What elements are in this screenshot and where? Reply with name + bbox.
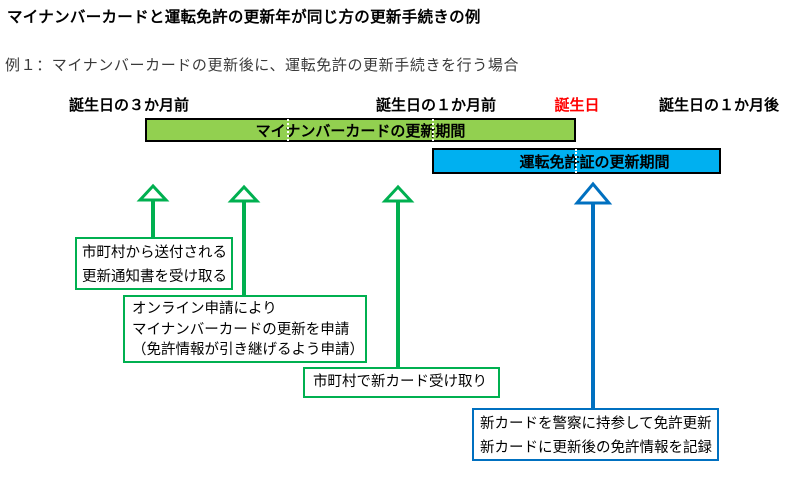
page-title: マイナンバーカードと運転免許の更新年が同じ方の更新手続きの例 (7, 9, 481, 26)
license-renewal-period-bar: 運転免許証の更新期間 (432, 148, 721, 174)
month-divider-line (432, 119, 434, 141)
mynumber-renewal-period-bar: マイナンバーカードの更新期間 (145, 118, 576, 142)
step-text-line: （免許情報が引き継げるよう申請） (132, 342, 364, 358)
step-4-box: 新カードを警察に持参して免許更新 新カードに更新後の免許情報を記録 (472, 408, 719, 461)
license-renewal-period-label: 運転免許証の更新期間 (519, 153, 670, 171)
step-text-line: 更新通知書を受け取る (82, 269, 227, 285)
step-3-up-arrow-icon (381, 184, 415, 367)
month-divider-line (287, 119, 289, 141)
timeline-label-birthday: 誕生日 (554, 97, 600, 114)
step-2-up-arrow-icon (227, 184, 261, 295)
timeline-label-3-months-before: 誕生日の３か月前 (68, 97, 190, 114)
step-text-line: 市町村で新カード受け取り (313, 374, 487, 390)
step-text-line: 市町村から送付される (82, 245, 227, 261)
timeline-label-1-month-before: 誕生日の１か月前 (375, 97, 497, 114)
month-divider-line (575, 149, 577, 173)
step-text-line: 新カードを警察に持参して免許更新 (480, 416, 712, 432)
step-text-line: マイナンバーカードの更新を申請 (132, 321, 350, 338)
step-4-up-arrow-icon (573, 181, 613, 408)
mynumber-renewal-period-label: マイナンバーカードの更新期間 (255, 122, 466, 140)
step-2-box: オンライン申請により マイナンバーカードの更新を申請 （免許情報が引き継げるよう… (123, 295, 367, 363)
step-1-box: 市町村から送付される 更新通知書を受け取る (75, 237, 233, 290)
step-1-up-arrow-icon (136, 183, 170, 237)
step-text-line: オンライン申請により (132, 301, 277, 317)
example-caption: 例１：マイナンバーカードの更新後に、運転免許の更新手続きを行う場合 (5, 57, 520, 74)
step-3-box: 市町村で新カード受け取り (303, 367, 500, 398)
timeline-label-1-month-after: 誕生日の１か月後 (658, 97, 780, 114)
step-text-line: 新カードに更新後の免許情報を記録 (480, 440, 712, 456)
